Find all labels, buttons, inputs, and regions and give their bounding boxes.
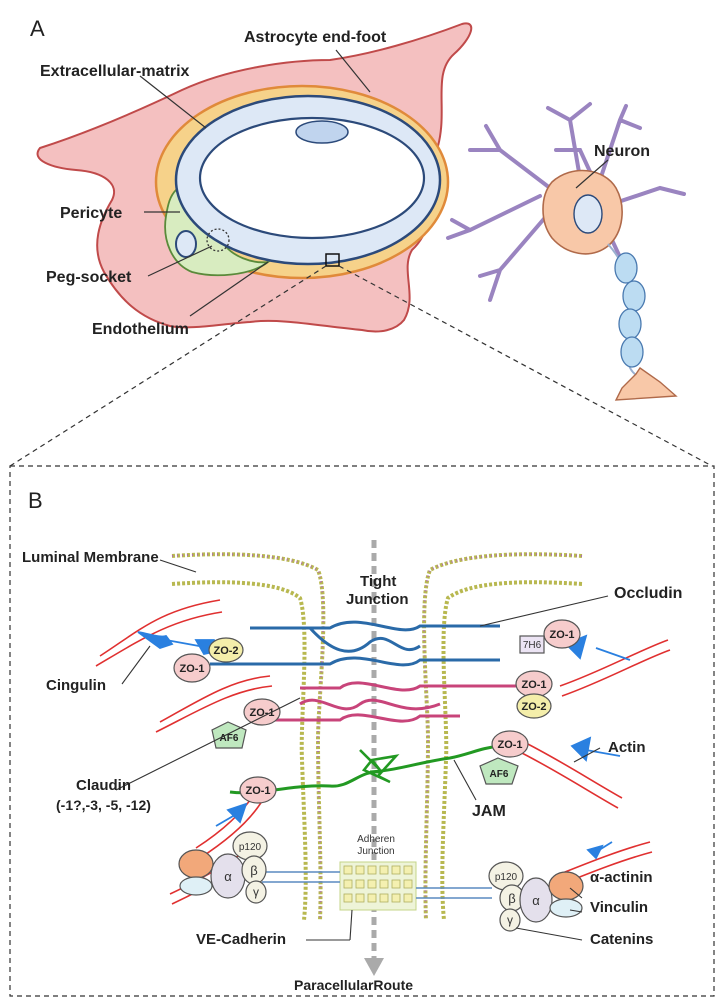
svg-text:AF6: AF6 (220, 733, 239, 744)
svg-text:ZO-2: ZO-2 (521, 701, 546, 713)
panel-a: A (30, 16, 684, 400)
jam-crosslink (360, 750, 396, 782)
label-cingulin: Cingulin (46, 677, 106, 694)
label-claudin-types: (-1?,-3, -5, -12) (56, 797, 151, 813)
label-vinculin: Vinculin (590, 899, 648, 916)
svg-text:ZO-2: ZO-2 (213, 645, 238, 657)
label-occludin: Occludin (614, 585, 682, 602)
axon-myelin (615, 253, 645, 367)
af6-left: AF6 (212, 722, 246, 748)
svg-text:γ: γ (507, 913, 513, 927)
zo1-right-jam: ZO-1 (492, 731, 528, 757)
label-paracellular-route: ParacellularRoute (294, 977, 413, 993)
label-claudin: Claudin (76, 777, 131, 794)
svg-text:α: α (532, 893, 540, 908)
occludin-strands (210, 622, 500, 665)
svg-text:AF6: AF6 (490, 769, 509, 780)
label-catenins: Catenins (590, 931, 653, 948)
label-endothelium: Endothelium (92, 321, 189, 338)
panel-b-frame (10, 466, 714, 996)
neuron-nucleus (574, 195, 602, 233)
svg-text:p120: p120 (495, 872, 518, 883)
label-actin: Actin (608, 739, 646, 756)
af6-right: AF6 (480, 758, 518, 784)
svg-text:p120: p120 (239, 842, 262, 853)
label-tight-junction-1: Tight (360, 573, 396, 590)
label-ve-cadherin: VE-Cadherin (196, 931, 286, 948)
endothelial-nucleus (296, 121, 348, 143)
label-luminal-membrane: Luminal Membrane (22, 549, 159, 566)
svg-text:β: β (508, 891, 515, 906)
label-adheren-2: Junction (357, 846, 394, 857)
svg-text:γ: γ (253, 885, 259, 899)
label-astrocyte-end-foot: Astrocyte end-foot (244, 29, 387, 46)
zo1-left-claudin: ZO-1 (244, 699, 280, 725)
label-jam: JAM (472, 803, 506, 820)
label-adheren-1: Adheren (357, 834, 395, 845)
panel-a-letter: A (30, 16, 45, 41)
pericyte-nucleus (176, 231, 196, 257)
svg-text:7H6: 7H6 (523, 640, 542, 651)
zo1-right-occludin: ZO-1 (544, 620, 580, 648)
axon-terminal (616, 368, 676, 400)
svg-text:ZO-1: ZO-1 (549, 629, 574, 641)
label-neuron: Neuron (594, 143, 650, 160)
label-peg-socket: Peg-socket (46, 269, 132, 286)
zo2-right: ZO-2 (517, 694, 551, 718)
zo1-right-claudin: ZO-1 (516, 671, 552, 697)
panel-b: B (22, 488, 682, 993)
adherens-junction-grid (262, 862, 492, 910)
cingulin (138, 632, 630, 858)
panel-b-letter: B (28, 488, 43, 513)
claudin-strands (260, 683, 540, 721)
svg-text:ZO-1: ZO-1 (521, 679, 546, 691)
svg-text:β: β (250, 863, 257, 878)
label-extracellular-matrix: Extracellular-matrix (40, 63, 190, 80)
svg-text:ZO-1: ZO-1 (245, 785, 270, 797)
zo2-left: ZO-2 (209, 638, 243, 662)
zo1-left-jam: ZO-1 (240, 777, 276, 803)
label-alpha-actinin: α-actinin (590, 869, 653, 886)
svg-text:α: α (224, 869, 232, 884)
paracellular-route-arrowhead (364, 958, 384, 976)
catenin-complex-right: p120 β γ α (489, 862, 583, 931)
svg-text:ZO-1: ZO-1 (497, 739, 522, 751)
label-tight-junction-2: Junction (346, 591, 409, 608)
7h6-box: 7H6 (520, 636, 544, 653)
svg-text:ZO-1: ZO-1 (179, 663, 204, 675)
label-pericyte: Pericyte (60, 205, 122, 222)
zo1-left-occludin: ZO-1 (174, 654, 210, 682)
